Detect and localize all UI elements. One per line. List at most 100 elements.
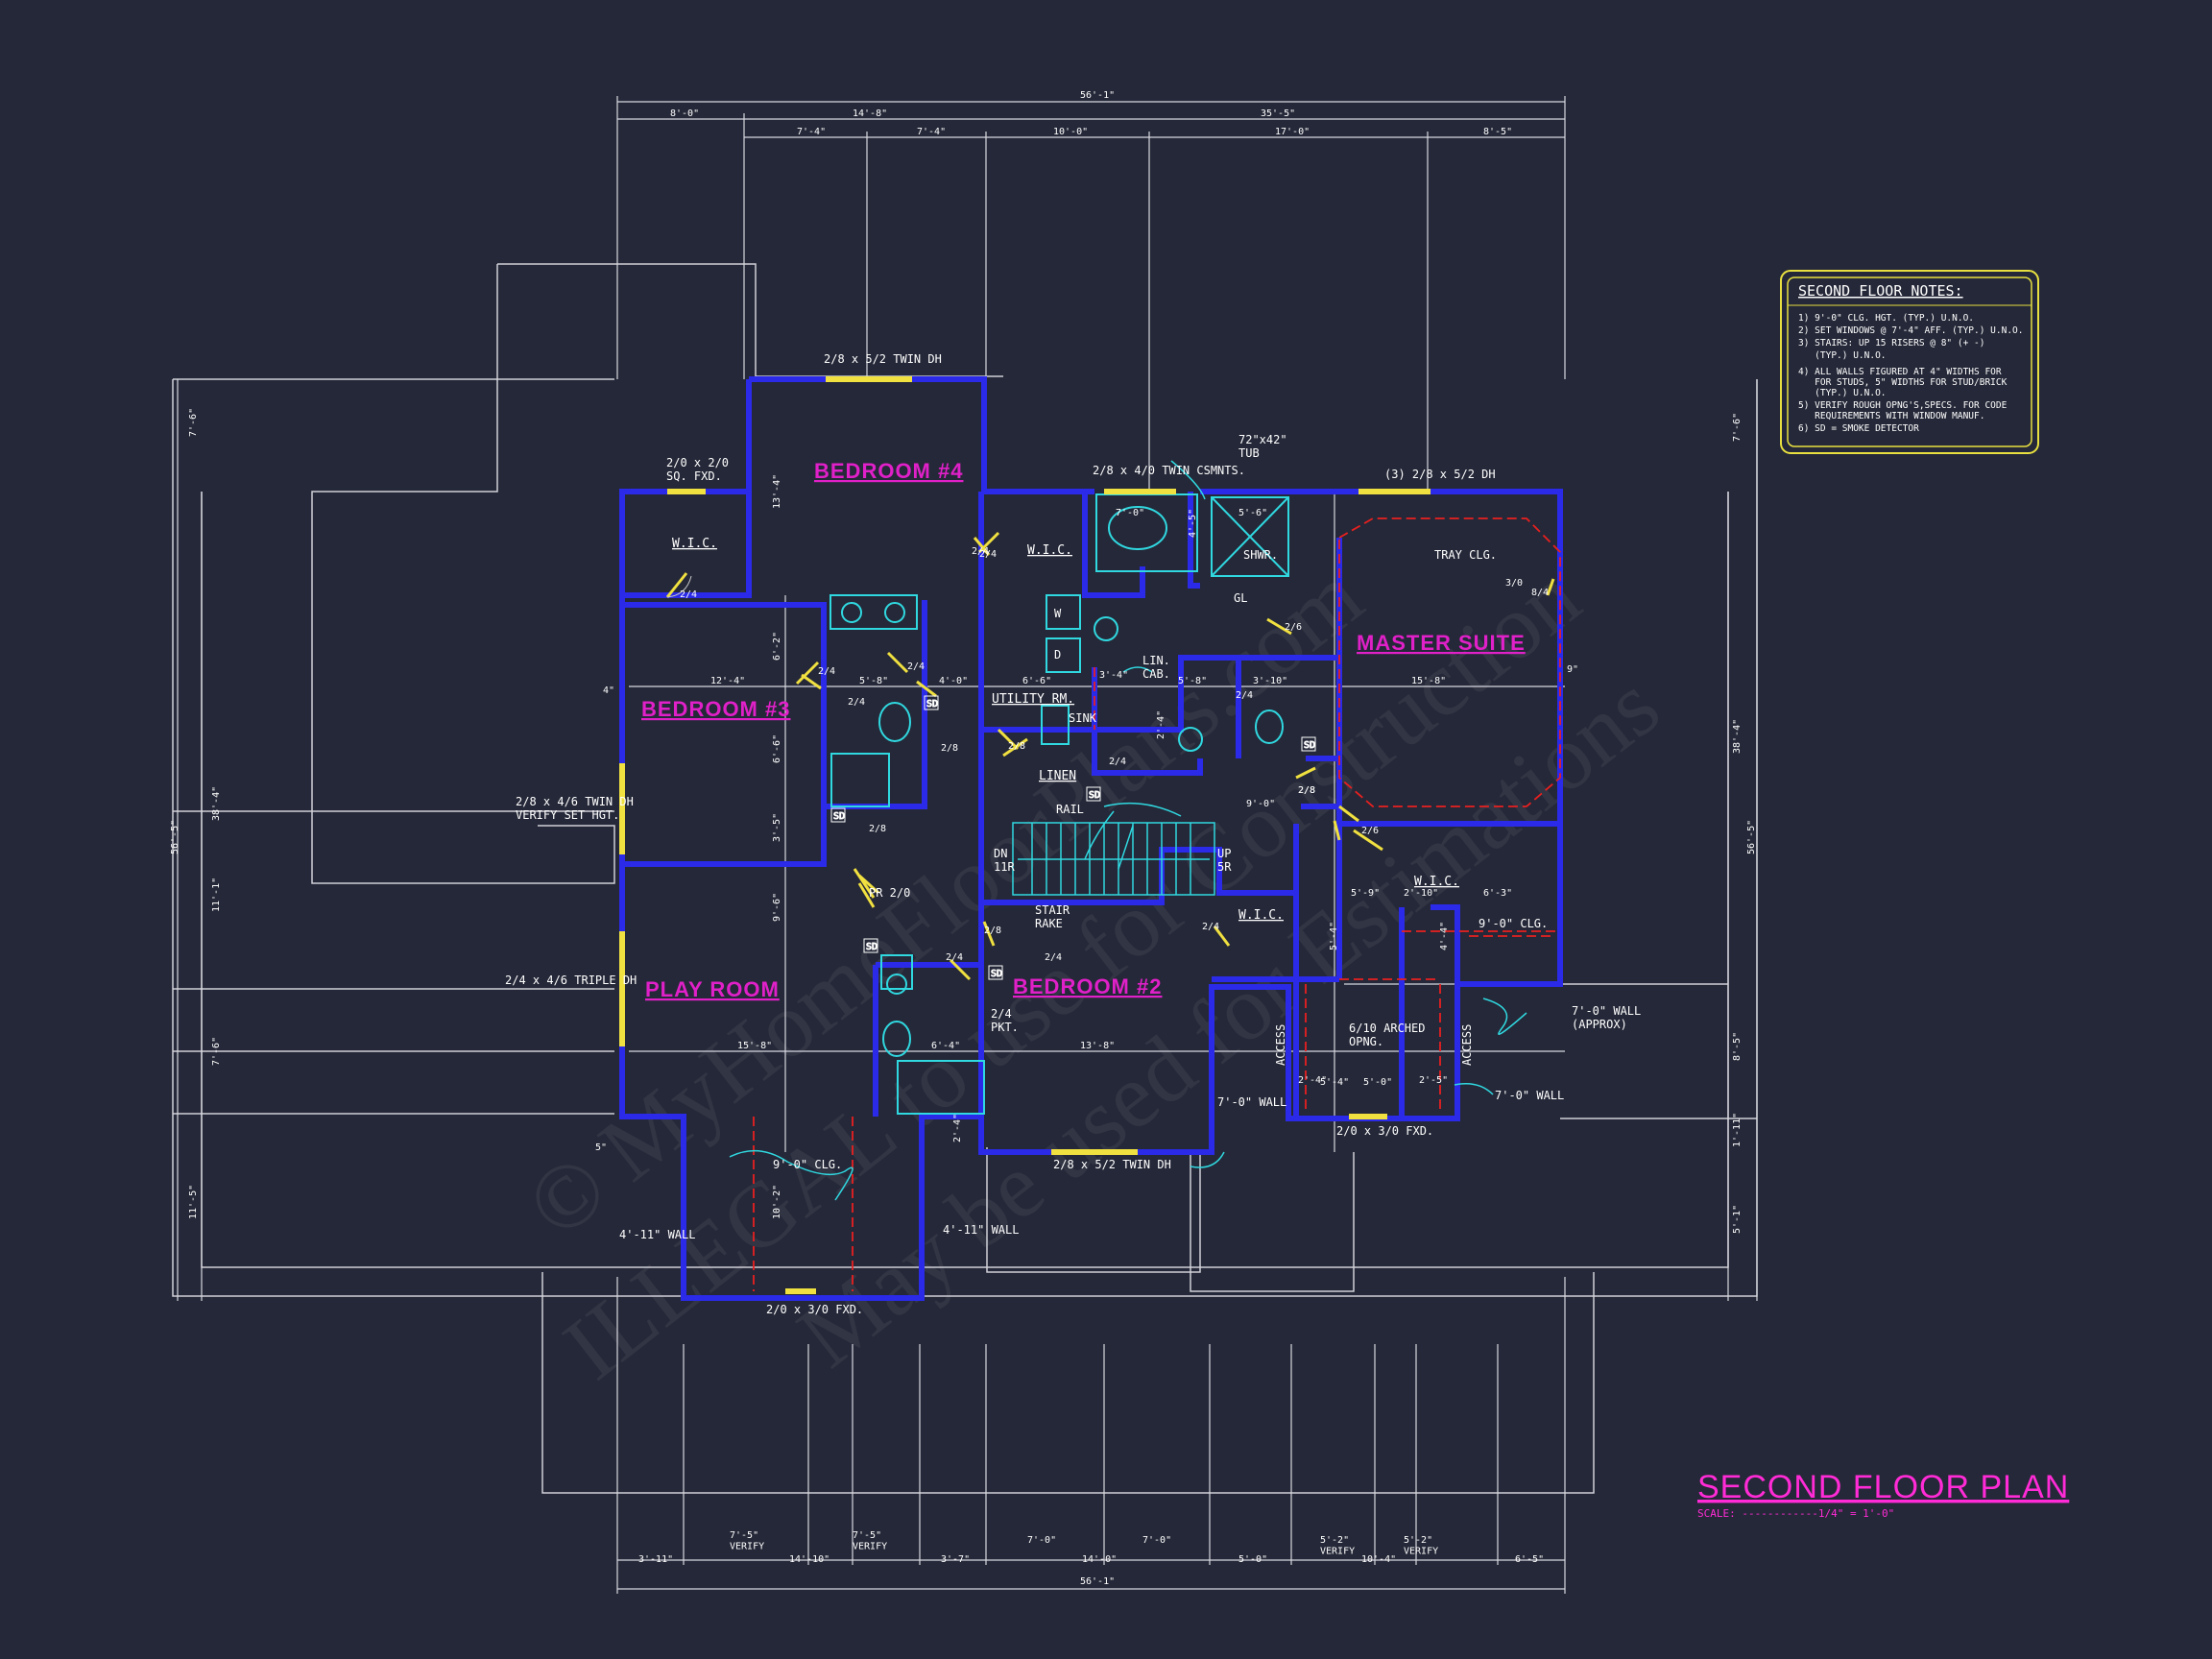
- label-sink: SINK: [1069, 711, 1097, 725]
- stair: [1012, 802, 1215, 896]
- window-label-bedroom-4: 2/8 x 5/2 TWIN DH: [824, 352, 942, 366]
- door-label: 2/4: [1202, 922, 1219, 932]
- smoke-detector: SD: [926, 699, 938, 709]
- dim-top-2: 10'-0": [1053, 127, 1088, 137]
- door-label: 2/8: [1298, 785, 1315, 796]
- dim-inner: 4'-4": [1439, 922, 1450, 950]
- notes-box: SECOND FLOOR NOTES: 1) 9'-0" CLG. HGT. (…: [1780, 270, 2039, 454]
- door-label: 2/4: [848, 697, 865, 708]
- dim-left: 56'-5": [170, 820, 180, 854]
- door-label: 2/4: [1109, 757, 1126, 767]
- dim-bottom: 3'-11": [638, 1554, 673, 1565]
- dim-left: 7'-6": [188, 408, 199, 437]
- room-label-bedroom-4: BEDROOM #4: [814, 459, 963, 483]
- dim-inner: 9": [1567, 664, 1578, 675]
- dim-left: 7'-6": [211, 1037, 222, 1066]
- dim-inner: 5'-6": [1238, 508, 1267, 518]
- dimension-lines: [177, 96, 1758, 1594]
- dim-inner: 10'-2": [772, 1185, 782, 1219]
- dim-inner: 5'-4": [1320, 1077, 1349, 1088]
- note-item: (TYP.) U.N.O.: [1798, 388, 1887, 398]
- watermark-line-3: May be used for Estimations: [779, 653, 1677, 1386]
- label-wall-7-approx: 7'-0" WALL(APPROX): [1572, 1004, 1641, 1031]
- door-label: 2/8: [1008, 741, 1025, 752]
- door-label: 2/4: [1236, 690, 1253, 701]
- label-dryer: D: [1054, 648, 1061, 661]
- dim-bottom: 14'-10": [789, 1554, 830, 1565]
- dim-bottom: 6'-5": [1515, 1554, 1544, 1565]
- note-item: (TYP.) U.N.O.: [1798, 350, 1887, 361]
- window-label-play-room: 2/4 x 4/6 TRIPLE DH: [505, 974, 637, 987]
- dim-bottom-total: 56'-1": [1080, 1576, 1115, 1587]
- window-label-bedroom-2: 2/8 x 5/2 TWIN DH: [1053, 1158, 1171, 1171]
- dim-inner: 6'-6": [1022, 676, 1051, 686]
- dim-bottom: 3'-7": [941, 1554, 970, 1565]
- dim-inner: 4": [603, 685, 614, 696]
- label-wic-master: W.I.C.: [1414, 875, 1459, 889]
- dim-inner: 5'-0": [1363, 1077, 1392, 1088]
- dim-inner: 6'-3": [1483, 888, 1512, 899]
- dim-inner: 3'-5": [772, 813, 782, 842]
- right-dimensions: 7'-6" 38'-4" 56'-5" 8'-5" 1'-11" 5'-1": [1732, 413, 1757, 1234]
- dim-inner: 6'-6": [772, 734, 782, 763]
- left-dimensions: 7'-6" 38'-4" 56'-5" 11'-1" 7'-6" 11'-5": [170, 408, 222, 1219]
- room-label-bedroom-2: BEDROOM #2: [1013, 974, 1162, 998]
- label-pair-door: PR 2/0: [869, 886, 910, 900]
- window-label-master: (3) 2/8 x 5/2 DH: [1384, 468, 1496, 481]
- dim-right: 56'-5": [1746, 820, 1757, 854]
- dim-bottom: 5'-2"VERIFY: [1404, 1535, 1438, 1557]
- dim-inner: 12'-4": [710, 676, 745, 686]
- door-label: 2/4: [972, 546, 989, 557]
- label-linen-cabinet: LIN.CAB.: [1142, 654, 1170, 681]
- label-wall-7-right: 7'-0" WALL: [1495, 1089, 1564, 1102]
- door-label: 2/4: [946, 952, 963, 963]
- window-label-casement: 2/8 x 4/0 TWIN CSMNTS.: [1093, 464, 1245, 477]
- label-linen: LINEN: [1039, 769, 1076, 783]
- smoke-detector: SD: [1304, 740, 1315, 751]
- dim-inner: 2'-10": [1404, 888, 1438, 899]
- label-wic-left: W.I.C.: [672, 537, 717, 551]
- dim-inner: 3'-10": [1253, 676, 1287, 686]
- note-item: REQUIREMENTS WITH WINDOW MANUF.: [1798, 411, 1984, 421]
- dim-right: 38'-4": [1732, 719, 1743, 754]
- note-item: 2) SET WINDOWS @ 7'-4" AFF. (TYP.) U.N.O…: [1798, 325, 2024, 336]
- dim-inner: 6'-2": [772, 632, 782, 661]
- door-label: 8/4: [1531, 588, 1549, 598]
- dim-inner: 5": [595, 1142, 607, 1153]
- dim-bottom: 7'-5"VERIFY: [853, 1530, 887, 1552]
- dim-inner: 5'-9": [1351, 888, 1380, 899]
- door-label: 2/8: [869, 824, 886, 834]
- door-label: 2/8: [941, 743, 958, 754]
- room-label-bedroom-3: BEDROOM #3: [641, 697, 790, 721]
- dim-bottom: 5'-0": [1238, 1554, 1267, 1565]
- dim-top-2: 17'-0": [1275, 127, 1310, 137]
- label-wic-center: W.I.C.: [1027, 543, 1072, 558]
- dim-inner: 3'-4": [1099, 670, 1128, 681]
- door-labels: 2/4 2/4 2/4 2/4 2/4 2/8 2/8 2/8 2/4 2/4 …: [680, 546, 1549, 963]
- dim-inner: 5'-8": [1178, 676, 1207, 686]
- label-wall-7-left: 7'-0" WALL: [1217, 1095, 1286, 1109]
- dim-bottom: 5'-2"VERIFY: [1320, 1535, 1355, 1557]
- note-item: 3) STAIRS: UP 15 RISERS @ 8" (+ -): [1798, 338, 1984, 349]
- watermark-line-1: © MyHomeFloorPlans.com: [508, 544, 1381, 1258]
- room-label-master-suite: MASTER SUITE: [1357, 631, 1526, 655]
- dim-bottom: 7'-5"VERIFY: [730, 1530, 764, 1552]
- dim-inner: 2'-4": [1156, 710, 1166, 739]
- dim-inner: 15'-8": [737, 1041, 772, 1051]
- dim-top-2: 8'-5": [1483, 127, 1512, 137]
- door-label: 2/8: [984, 926, 1001, 936]
- dim-right: 8'-5": [1732, 1032, 1743, 1061]
- dim-right: 5'-1": [1732, 1205, 1743, 1234]
- room-label-play-room: PLAY ROOM: [645, 977, 780, 1001]
- dim-bottom: 7'-0": [1142, 1535, 1171, 1546]
- note-item: 5) VERIFY ROUGH OPNG'S,SPECS. FOR CODE: [1798, 400, 2008, 411]
- bottom-dimensions: 3'-11" 7'-5"VERIFY 14'-10" 7'-5"VERIFY 3…: [638, 1530, 1544, 1587]
- drawing-title: SECOND FLOOR PLAN: [1697, 1469, 2069, 1505]
- dim-right: 7'-6": [1732, 413, 1743, 442]
- inner-dimensions: 12'-4" 4'-0" 6'-6" 3'-4" 5'-8" 3'-10" 15…: [595, 474, 1578, 1219]
